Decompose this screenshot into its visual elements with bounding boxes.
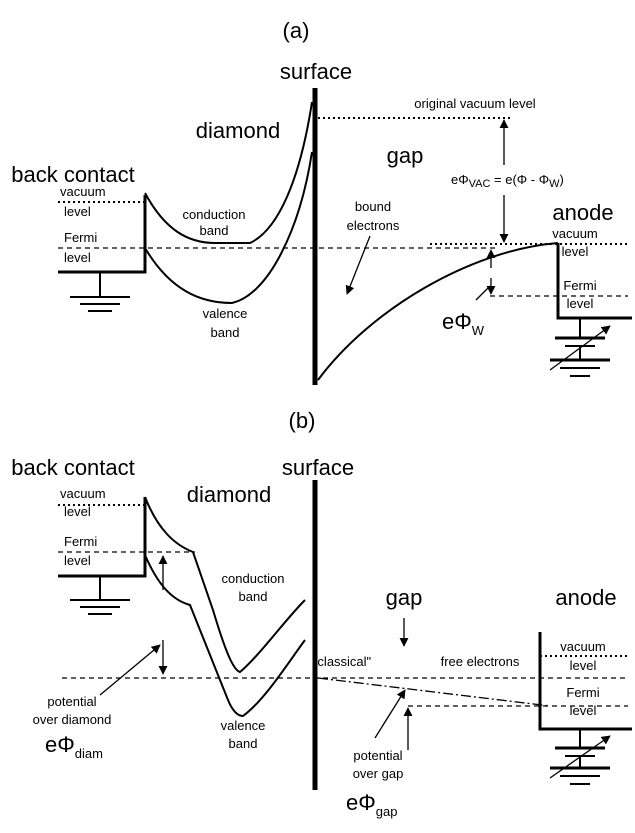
valence-label-b: valence bbox=[221, 718, 266, 733]
over-diamond-label-b: over diamond bbox=[33, 712, 112, 727]
level-label-right-b: level bbox=[570, 658, 597, 673]
gap-label-b: gap bbox=[386, 585, 423, 610]
ground-symbol-left-a bbox=[70, 272, 130, 312]
phi-gap-pointer-b bbox=[374, 689, 406, 739]
bound-electrons-curve-a bbox=[317, 242, 559, 381]
back-contact-electrode-b bbox=[58, 497, 147, 578]
classical-label-b: "classical" bbox=[313, 654, 372, 669]
phi-gap-label-b: eΦgap bbox=[346, 790, 398, 819]
phi-diam-pointer-b bbox=[99, 644, 161, 696]
phi-vac-label-a: eΦVAC = e(Φ - ΦW) bbox=[451, 172, 564, 190]
potential-label-left-b: potential bbox=[47, 694, 96, 709]
original-vacuum-level-label-a: original vacuum level bbox=[414, 96, 536, 111]
electrons-label-a: electrons bbox=[347, 218, 400, 233]
ground-symbol-left-b bbox=[70, 576, 130, 615]
gap-label-a: gap bbox=[387, 143, 424, 168]
fermi-label-left-b: Fermi bbox=[64, 534, 97, 549]
battery-ground-symbol-a bbox=[549, 318, 611, 377]
fermi-label-right-b: Fermi bbox=[566, 685, 599, 700]
panel-b: (b) back contact surface diamond gap ano… bbox=[11, 408, 632, 819]
fermi-level-label-left-a: level bbox=[64, 250, 91, 265]
vacuum-label-left-a: vacuum bbox=[60, 184, 106, 199]
back-contact-label-a: back contact bbox=[11, 162, 135, 187]
anode-electrode-a bbox=[556, 243, 632, 320]
free-electrons-label-b: free electrons bbox=[441, 654, 520, 669]
conduction-band-curve-b bbox=[144, 496, 306, 674]
conduction-band-label-b: band bbox=[239, 589, 268, 604]
potential-label-gap-b: potential bbox=[353, 748, 402, 763]
back-contact-electrode-a bbox=[58, 195, 147, 274]
vacuum-label-left-b: vacuum bbox=[60, 486, 106, 501]
valence-band-curve-a bbox=[144, 151, 313, 305]
level-label-left-b: level bbox=[64, 504, 91, 519]
diamond-label-a: diamond bbox=[196, 118, 280, 143]
fermi-level-label-right-b: level bbox=[570, 703, 597, 718]
potential-drop-line-b bbox=[317, 677, 551, 707]
anode-label-a: anode bbox=[552, 200, 613, 225]
phi-diam-label-b: eΦdiam bbox=[45, 732, 103, 761]
panel-b-label: (b) bbox=[289, 408, 316, 433]
fermi-level-label-left-b: level bbox=[64, 553, 91, 568]
conduction-label-a: conduction bbox=[183, 207, 246, 222]
panel-a: (a) surface diamond back contact gap ano… bbox=[11, 18, 632, 385]
back-contact-label-b: back contact bbox=[11, 455, 135, 480]
battery-ground-symbol-b bbox=[549, 729, 611, 785]
surface-label-a: surface bbox=[280, 59, 352, 84]
phi-w-pointer-a bbox=[475, 285, 491, 301]
valence-label-a: valence bbox=[203, 306, 248, 321]
valence-band-label-b: band bbox=[229, 736, 258, 751]
anode-electrode-b bbox=[538, 632, 632, 731]
conduction-band-label-a: band bbox=[200, 223, 229, 238]
conduction-band-curve-a bbox=[144, 101, 313, 244]
valence-band-label-a: band bbox=[211, 325, 240, 340]
conduction-label-b: conduction bbox=[222, 571, 285, 586]
panel-a-label: (a) bbox=[283, 18, 310, 43]
fermi-label-right-a: Fermi bbox=[563, 278, 596, 293]
vacuum-label-right-b: vacuum bbox=[560, 639, 606, 654]
phi-w-label-a: eΦW bbox=[442, 309, 485, 338]
anode-label-b: anode bbox=[555, 585, 616, 610]
surface-label-b: surface bbox=[282, 455, 354, 480]
valence-band-curve-b bbox=[144, 554, 306, 718]
fermi-level-label-right-a: level bbox=[567, 296, 594, 311]
diamond-label-b: diamond bbox=[187, 482, 271, 507]
bound-label-a: bound bbox=[355, 199, 391, 214]
bound-electrons-arrow-a bbox=[345, 235, 371, 295]
fermi-label-left-a: Fermi bbox=[64, 230, 97, 245]
over-gap-label-b: over gap bbox=[353, 766, 404, 781]
level-label-left-a: level bbox=[64, 204, 91, 219]
level-label-right-a: level bbox=[562, 244, 589, 259]
vacuum-label-right-a: vacuum bbox=[552, 226, 598, 241]
